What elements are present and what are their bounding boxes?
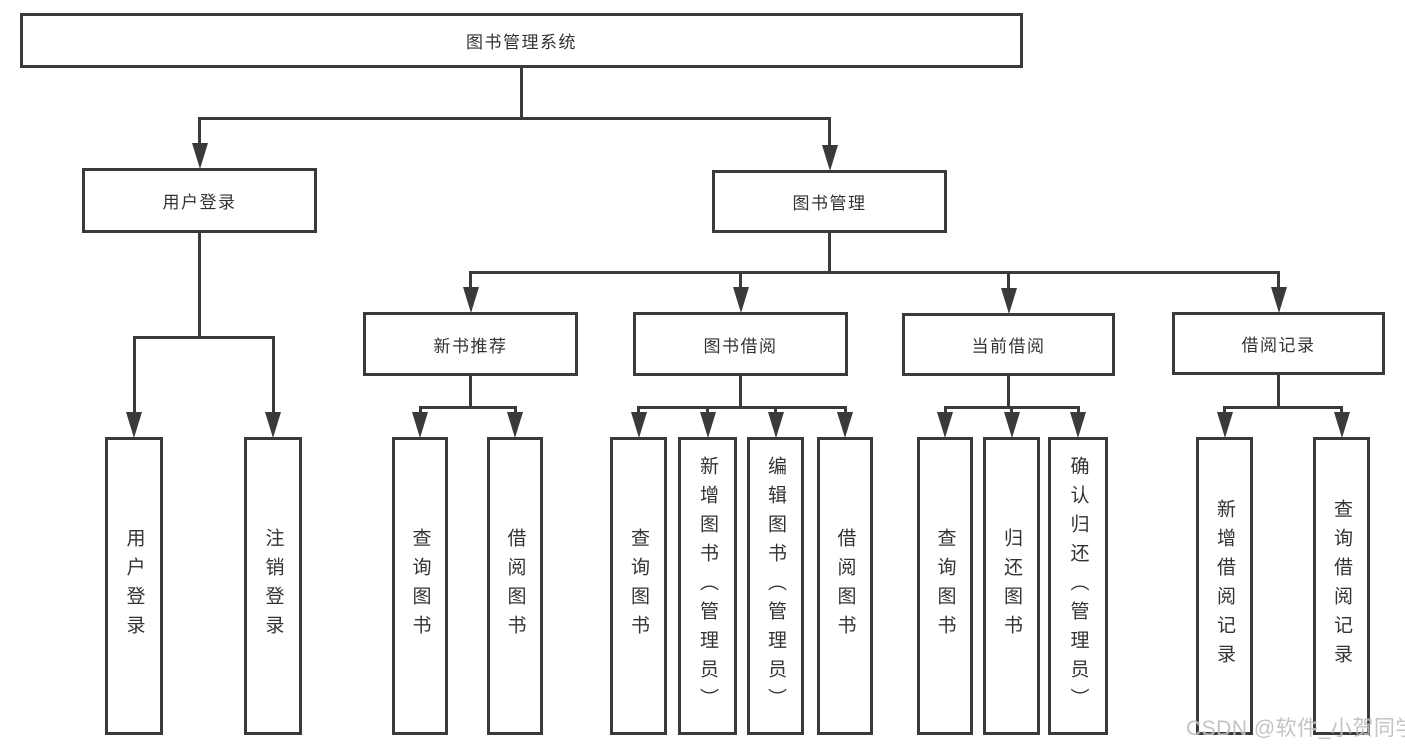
arrow-down-icon: [412, 412, 428, 438]
node-label: 确认归还（管理员）: [1067, 455, 1089, 717]
connector-line: [198, 233, 201, 337]
connector-line: [828, 233, 831, 272]
arrow-down-icon: [462, 287, 479, 313]
arrow-down-icon: [1000, 288, 1017, 314]
node-label: 编辑图书（管理员）: [765, 455, 786, 717]
node-label: 查询图书: [409, 528, 431, 644]
arrow-down-icon: [767, 412, 784, 438]
node-label: 查询借阅记录: [1331, 499, 1352, 673]
node-root: 图书管理系统: [20, 13, 1023, 68]
connector-line: [418, 405, 517, 409]
connector-line: [1007, 376, 1010, 407]
node-user-login: 用户登录: [82, 168, 317, 233]
node-leaf-query-book-1: 查询图书: [392, 437, 448, 735]
node-label: 新增图书（管理员）: [697, 455, 718, 717]
node-label: 借阅记录: [1241, 336, 1316, 355]
node-leaf-add-record: 新增借阅记录: [1196, 437, 1253, 735]
connector-line: [132, 337, 136, 419]
arrow-down-icon: [699, 412, 716, 438]
connector-line: [1007, 272, 1010, 295]
node-leaf-query-book-2: 查询图书: [610, 437, 667, 735]
node-book-borrow: 图书借阅: [633, 312, 848, 376]
arrow-down-icon: [630, 412, 647, 438]
node-leaf-borrow-book-2: 借阅图书: [817, 437, 873, 735]
arrow-down-icon: [1216, 412, 1233, 438]
node-label: 新增借阅记录: [1214, 499, 1235, 673]
node-borrow-record: 借阅记录: [1172, 312, 1385, 375]
node-label: 当前借阅: [971, 337, 1046, 356]
arrow-down-icon: [821, 145, 838, 171]
node-label: 注销登录: [262, 528, 284, 644]
node-leaf-return-book: 归还图书: [983, 437, 1040, 735]
arrow-down-icon: [1003, 412, 1020, 438]
node-leaf-edit-book: 编辑图书（管理员）: [747, 437, 804, 735]
connector-line: [198, 118, 201, 150]
arrow-down-icon: [126, 412, 142, 438]
node-label: 归还图书: [1001, 528, 1022, 644]
connector-line: [469, 376, 472, 407]
node-leaf-logout: 注销登录: [244, 437, 302, 735]
connector-line: [1277, 272, 1280, 294]
arrow-down-icon: [1070, 412, 1086, 438]
arrow-down-icon: [732, 287, 749, 313]
node-label: 借阅图书: [504, 528, 526, 644]
node-leaf-confirm-return: 确认归还（管理员）: [1048, 437, 1108, 735]
connector-line: [1277, 375, 1280, 407]
connector-line: [739, 376, 742, 407]
arrow-down-icon: [507, 412, 523, 438]
node-book-mgmt: 图书管理: [712, 170, 947, 233]
node-label: 新书推荐: [433, 336, 508, 356]
arrow-down-icon: [937, 412, 953, 438]
node-leaf-add-book: 新增图书（管理员）: [678, 437, 737, 735]
node-leaf-user-login: 用户登录: [105, 437, 163, 735]
connector-line: [198, 116, 831, 120]
arrow-down-icon: [265, 412, 281, 438]
watermark: CSDN @软件_小贺同学: [1186, 717, 1405, 740]
node-label: 图书管理系统: [466, 33, 577, 52]
node-label: 查询图书: [934, 528, 956, 644]
connector-line: [469, 272, 472, 294]
node-label: 借阅图书: [834, 528, 856, 644]
node-leaf-borrow-book-1: 借阅图书: [487, 437, 543, 735]
arrow-down-icon: [1333, 412, 1350, 438]
node-new-book-rec: 新书推荐: [363, 312, 578, 376]
connector-line: [132, 335, 275, 339]
connector-line: [739, 272, 742, 294]
node-label: 图书管理: [792, 194, 867, 213]
node-label: 用户登录: [162, 193, 237, 212]
connector-line: [637, 405, 847, 409]
connector-line: [828, 118, 831, 152]
arrow-down-icon: [1270, 287, 1287, 313]
node-label: 用户登录: [123, 528, 145, 644]
arrow-down-icon: [837, 412, 853, 438]
arrow-down-icon: [191, 143, 208, 169]
node-current-borrow: 当前借阅: [902, 313, 1115, 376]
connector-line: [469, 270, 1280, 274]
connector-line: [520, 68, 523, 118]
node-leaf-query-record: 查询借阅记录: [1313, 437, 1370, 735]
node-label: 图书借阅: [703, 336, 778, 356]
node-leaf-query-book-3: 查询图书: [917, 437, 973, 735]
node-label: 查询图书: [628, 528, 649, 644]
connector-line: [1223, 405, 1343, 409]
connector-line: [271, 337, 275, 419]
